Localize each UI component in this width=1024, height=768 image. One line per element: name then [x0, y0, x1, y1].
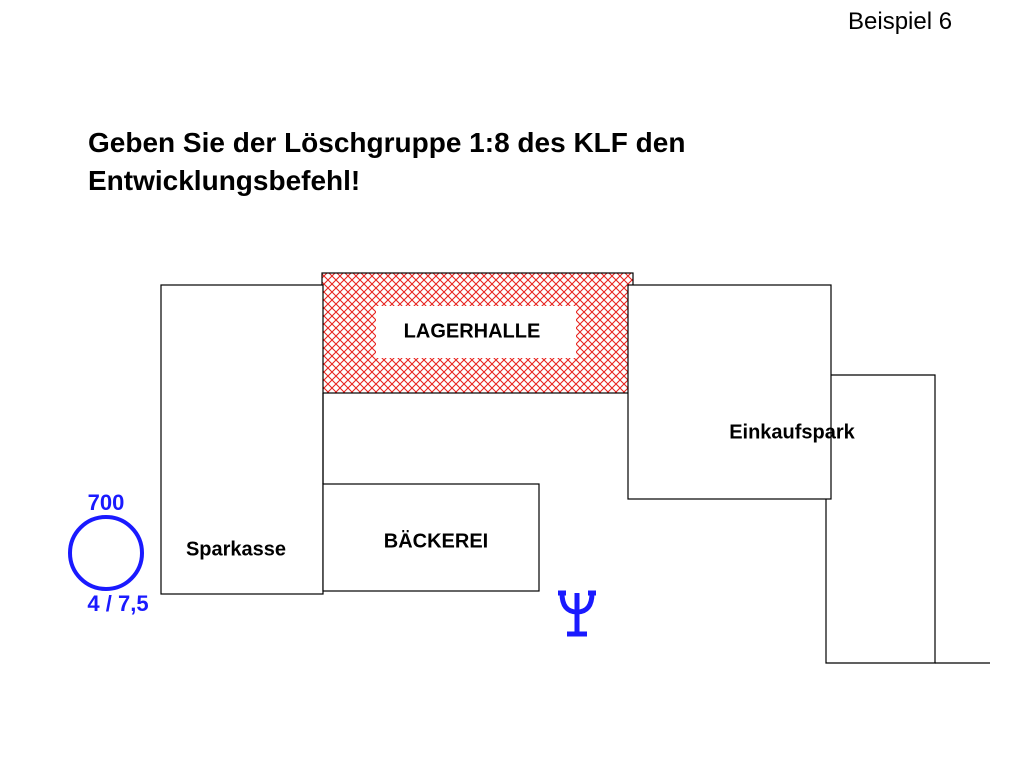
- slide-number: Beispiel 6: [848, 8, 953, 35]
- einkaufspark-annex: [825, 374, 936, 664]
- einkaufspark-main: [627, 284, 832, 500]
- baeckerei-label: BÄCKEREI: [384, 529, 488, 552]
- building-lagerhalle: LAGERHALLE: [321, 272, 634, 394]
- slide-title: Geben Sie der Löschgruppe 1:8 des KLF de…: [88, 124, 948, 200]
- sparkasse-label: Sparkasse: [186, 538, 286, 560]
- building-einkaufspark: Einkaufspark: [627, 284, 990, 664]
- lagerhalle-label: LAGERHALLE: [404, 320, 541, 342]
- hydrant-circle-icon: [68, 515, 144, 591]
- building-sparkasse: Sparkasse: [160, 284, 324, 595]
- building-baeckerei: BÄCKEREI: [322, 483, 540, 592]
- lagerhalle-label-box: [376, 306, 576, 358]
- title-line-1: Geben Sie der Löschgruppe 1:8 des KLF de…: [88, 127, 686, 158]
- hydrant-top-label: 700: [88, 490, 125, 515]
- fire-vehicle-y-icon: [558, 590, 596, 637]
- title-line-2: Entwicklungsbefehl!: [88, 165, 361, 196]
- einkaufspark-label: Einkaufspark: [729, 421, 855, 443]
- hydrant-bottom-label: 4 / 7,5: [87, 591, 148, 616]
- hydrant: 700 4 / 7,5: [68, 490, 149, 616]
